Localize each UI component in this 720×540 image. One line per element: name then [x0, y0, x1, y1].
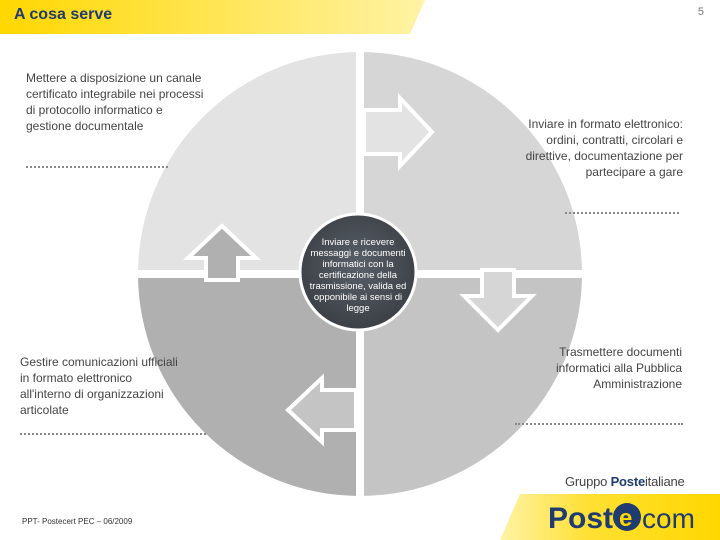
header-band	[0, 0, 425, 34]
arrow-down-icon	[459, 268, 537, 333]
footer-note: PPT- Postecert PEC – 06/2009	[22, 517, 133, 526]
divider-bottom-left	[20, 433, 206, 435]
arrow-right-icon	[362, 92, 435, 172]
divider-top-left	[26, 166, 168, 168]
center-circle	[298, 212, 418, 332]
arrow-up-icon	[182, 223, 262, 282]
text-top-left: Mettere a disposizione un canale certifi…	[26, 71, 204, 133]
text-bottom-left: Gestire comunicazioni ufficiali in forma…	[20, 355, 178, 417]
text-top-right: Inviare in formato elettronico: ordini, …	[525, 117, 683, 179]
page-number: 5	[697, 6, 704, 18]
quadrant-bottom-left	[138, 274, 360, 496]
center-text: Inviare e ricevere messaggi e documenti …	[309, 237, 407, 314]
text-bottom-right: Trasmettere documenti informatici alla P…	[555, 345, 682, 391]
slide-title: A cosa serve	[14, 6, 113, 23]
quadrant-top-right	[360, 52, 582, 274]
arrow-left-icon	[285, 373, 358, 447]
quadrant-bottom-right	[360, 274, 582, 496]
quadrant-top-left	[138, 52, 360, 274]
divider-top-right	[565, 212, 679, 214]
divider-bottom-right	[515, 423, 683, 425]
gruppo-poste-brand: Gruppo Posteitaliane	[565, 474, 685, 489]
